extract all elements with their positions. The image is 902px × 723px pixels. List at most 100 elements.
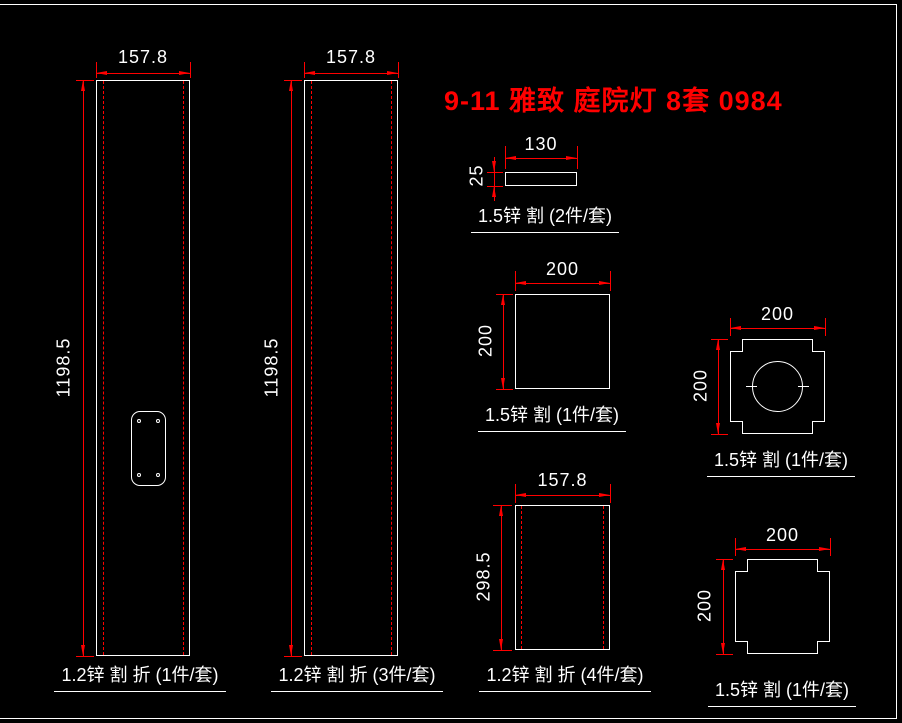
- dim-extension-line: [496, 389, 513, 390]
- dim-line: [291, 80, 292, 656]
- dim-extension-line: [716, 654, 733, 655]
- dim-arrow-icon: [387, 71, 398, 75]
- part-label: 1.5锌 割 (1件/套): [452, 401, 652, 432]
- dim-arrow-icon: [289, 645, 293, 656]
- dim-arrow-icon: [716, 339, 720, 350]
- pole-1-fold-line-left: [103, 81, 104, 655]
- dim-text-height: 1198.5: [53, 337, 74, 398]
- dim-extension-line: [76, 656, 94, 657]
- dim-arrow-icon: [96, 71, 107, 75]
- dim-extension-line: [96, 62, 97, 78]
- notched-plate-shape: [735, 559, 830, 654]
- dim-text-width: 200: [765, 525, 800, 545]
- center-hole-circle: [752, 361, 803, 412]
- pole-2-fold-line-left: [311, 81, 312, 655]
- panel-fold-line-right: [603, 506, 604, 649]
- dim-extension-line: [487, 172, 503, 173]
- pole-1-access-door: [131, 411, 166, 486]
- dim-arrow-icon: [501, 378, 505, 389]
- dim-extension-line: [825, 318, 826, 336]
- dim-arrow-icon: [492, 186, 496, 197]
- dim-extension-line: [830, 538, 831, 556]
- pole-1-outline: [96, 80, 190, 656]
- dim-extension-line: [284, 80, 302, 81]
- dim-arrow-icon: [599, 493, 610, 497]
- notched-plate-with-hole-shape: [730, 339, 825, 434]
- dim-arrow-icon: [566, 156, 577, 160]
- dim-extension-line: [711, 434, 728, 435]
- part-label: 1.5锌 割 (2件/套): [445, 202, 645, 233]
- dim-text-width: 200: [760, 304, 795, 324]
- flat-bar-outline: [505, 172, 577, 186]
- dim-extension-line: [610, 484, 611, 503]
- dim-arrow-icon: [499, 505, 503, 516]
- notched-plate-outline: [730, 339, 825, 434]
- dim-arrow-icon: [505, 156, 516, 160]
- dim-arrow-icon: [716, 423, 720, 434]
- dim-text-height: 1198.5: [261, 337, 282, 398]
- dim-arrow-icon: [721, 559, 725, 570]
- dim-extension-line: [304, 62, 305, 78]
- pole-2-outline: [304, 80, 398, 656]
- dim-line: [515, 283, 610, 284]
- dim-line: [730, 328, 825, 329]
- plate-outline: [515, 294, 610, 389]
- part-label: 1.2锌 割 折 (3件/套): [257, 661, 457, 692]
- dim-extension-line: [610, 271, 611, 291]
- drawing-frame: [0, 4, 897, 719]
- dim-arrow-icon: [289, 80, 293, 91]
- panel-fold-line-left: [521, 506, 522, 649]
- dim-arrow-icon: [515, 493, 526, 497]
- dim-extension-line: [577, 146, 578, 169]
- dim-extension-line: [76, 80, 94, 81]
- dim-line: [501, 505, 502, 650]
- dim-arrow-icon: [499, 639, 503, 650]
- dim-text-height: 200: [690, 368, 711, 403]
- dim-arrow-icon: [179, 71, 190, 75]
- dim-text-height: 200: [694, 588, 715, 623]
- pole-2-fold-line-right: [391, 81, 392, 655]
- dim-line: [83, 80, 84, 656]
- dim-arrow-icon: [721, 643, 725, 654]
- dim-extension-line: [398, 62, 399, 78]
- notched-plate-outline: [735, 559, 830, 654]
- dim-line: [735, 549, 830, 550]
- dim-text-width: 157.8: [325, 47, 377, 67]
- door-screw-hole: [156, 419, 160, 423]
- door-screw-hole: [137, 419, 141, 423]
- panel-outline: [515, 505, 610, 650]
- part-label: 1.5锌 割 (1件/套): [681, 446, 881, 477]
- part-label: 1.2锌 割 折 (1件/套): [40, 661, 240, 692]
- dim-arrow-icon: [814, 326, 825, 330]
- dim-text-width: 200: [545, 259, 580, 279]
- pole-1-fold-line-right: [183, 81, 184, 655]
- dim-line: [304, 73, 398, 74]
- dim-line: [494, 157, 495, 201]
- dim-text-width: 130: [524, 134, 558, 154]
- dim-arrow-icon: [81, 645, 85, 656]
- door-screw-hole: [156, 473, 160, 477]
- dim-line: [515, 495, 610, 496]
- dim-text-height: 200: [475, 323, 496, 358]
- dim-arrow-icon: [735, 547, 746, 551]
- part-label: 1.2锌 割 折 (4件/套): [465, 661, 665, 692]
- dim-arrow-icon: [304, 71, 315, 75]
- dim-line: [723, 559, 724, 654]
- dim-arrow-icon: [599, 281, 610, 285]
- dim-line: [96, 73, 190, 74]
- part-label: 1.5锌 割 (1件/套): [682, 676, 882, 707]
- dim-extension-line: [190, 62, 191, 78]
- dim-arrow-icon: [515, 281, 526, 285]
- dim-extension-line: [284, 656, 302, 657]
- dim-arrow-icon: [81, 80, 85, 91]
- door-screw-hole: [137, 473, 141, 477]
- dim-arrow-icon: [492, 161, 496, 172]
- dim-line: [503, 294, 504, 389]
- dim-line: [505, 158, 577, 159]
- drawing-title: 9-11 雅致 庭院灯 8套 0984: [444, 86, 783, 116]
- dim-arrow-icon: [730, 326, 741, 330]
- dim-arrow-icon: [819, 547, 830, 551]
- dim-text-width: 157.8: [117, 47, 169, 67]
- dim-line: [718, 339, 719, 434]
